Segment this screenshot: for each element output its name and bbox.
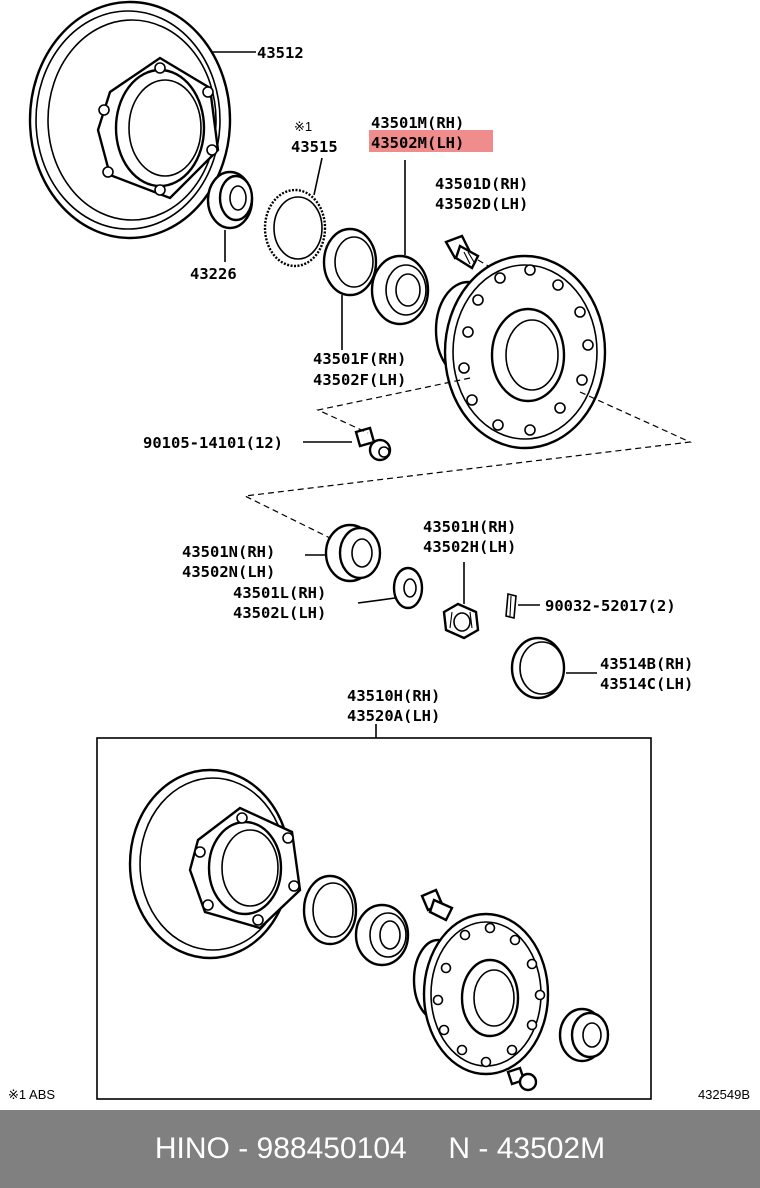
footer-part-reference: HINO - 988450104 N - 43502M	[154, 1132, 606, 1165]
label-43502f[interactable]: 43502F(LH)	[313, 371, 406, 389]
label-90105[interactable]: 90105-14101(12)	[143, 434, 283, 452]
abs-legend-note: ※1 ABS	[8, 1087, 55, 1102]
bearing-43501m	[370, 254, 430, 326]
label-43510h[interactable]: 43510H(RH)	[347, 687, 440, 705]
hub-bolt-90105	[354, 426, 392, 462]
label-43512[interactable]: 43512	[257, 44, 304, 62]
assembly-box	[96, 737, 652, 1100]
hub-cap-43514b	[510, 636, 566, 700]
washer-43501l	[392, 566, 424, 610]
hub-bolt-assembly	[420, 888, 454, 922]
brake-disc-assembly	[128, 768, 302, 960]
wheel-hub	[434, 254, 607, 450]
label-43502m[interactable]: 43502M(LH)	[371, 134, 464, 152]
label-43501h[interactable]: 43501H(RH)	[423, 518, 516, 536]
label-43501f[interactable]: 43501F(RH)	[313, 350, 406, 368]
abs-ring-assembly	[302, 874, 358, 946]
label-43502n[interactable]: 43502N(LH)	[182, 563, 275, 581]
label-43502h[interactable]: 43502H(LH)	[423, 538, 516, 556]
label-43514b[interactable]: 43514B(RH)	[600, 655, 693, 673]
hub-bolt-43501d	[444, 234, 480, 270]
oil-seal-43501f	[322, 227, 378, 297]
label-43501n[interactable]: 43501N(RH)	[182, 543, 275, 561]
bearing-assembly-outer	[558, 1007, 610, 1063]
label-43502d[interactable]: 43502D(LH)	[435, 195, 528, 213]
exploded-parts-diagram: 43512 ※1 43515 43501M(RH) 43502M(LH) 435…	[8, 0, 750, 1102]
label-43501d[interactable]: 43501D(RH)	[435, 175, 528, 193]
hub-bolt-assembly-lower	[506, 1066, 538, 1092]
label-43514c[interactable]: 43514C(LH)	[600, 675, 693, 693]
selected-part-highlight	[369, 130, 493, 152]
abs-ring-43515	[263, 188, 327, 268]
label-43520a[interactable]: 43520A(LH)	[347, 707, 440, 725]
diagram-code: 432549B	[698, 1087, 750, 1102]
brake-disc-43512	[28, 0, 232, 240]
hub-assembly	[412, 912, 550, 1076]
label-43501l[interactable]: 43501L(RH)	[233, 584, 326, 602]
label-43226[interactable]: 43226	[190, 265, 237, 283]
label-43515[interactable]: 43515	[291, 138, 338, 156]
bearing-43501n	[324, 523, 382, 583]
label-90032[interactable]: 90032-52017(2)	[545, 597, 676, 615]
castle-nut-43501h	[442, 602, 480, 640]
cotter-pin-90032	[505, 592, 517, 620]
bearing-assembly-inner	[354, 903, 410, 967]
label-43502l[interactable]: 43502L(LH)	[233, 604, 326, 622]
label-abs-mark: ※1	[294, 119, 312, 134]
seal-43226	[206, 170, 254, 230]
leader-lines	[212, 51, 597, 738]
label-43501m[interactable]: 43501M(RH)	[371, 114, 464, 132]
footer-bar: HINO - 988450104 N - 43502M	[0, 1110, 760, 1188]
